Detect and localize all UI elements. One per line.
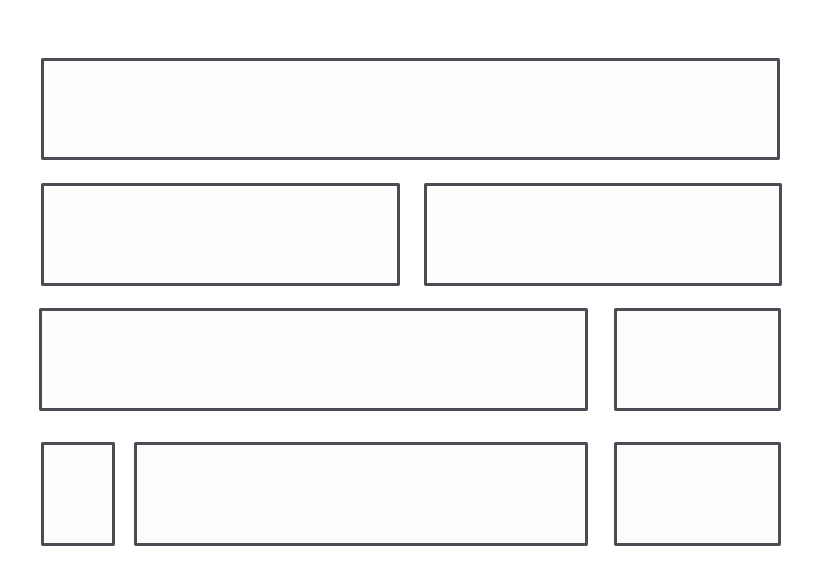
row2-left-block xyxy=(41,183,400,286)
row4-main-block xyxy=(134,442,588,546)
row3-main-block xyxy=(39,308,588,411)
row4-small-block xyxy=(41,442,115,546)
row2-right-block xyxy=(424,183,782,286)
row4-side-block xyxy=(614,442,781,546)
row3-side-block xyxy=(614,308,781,411)
header-block xyxy=(41,58,780,160)
